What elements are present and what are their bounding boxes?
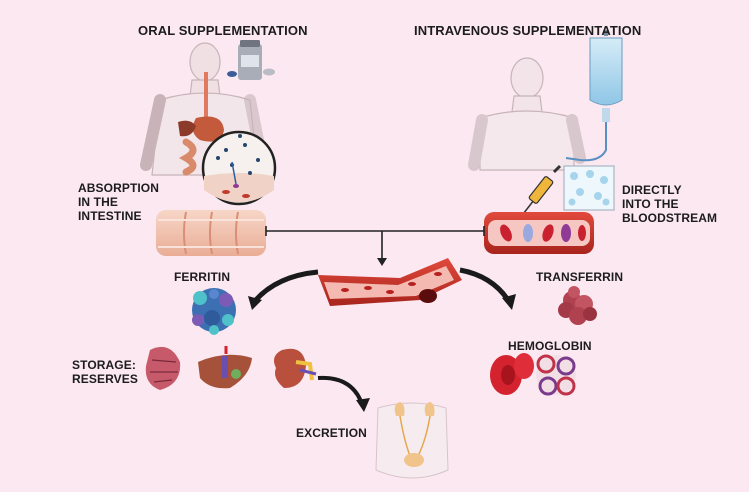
digestive-tract-icon [178, 72, 224, 176]
blood-vessel-right-icon [484, 212, 594, 254]
urinary-tract-icon [375, 402, 449, 479]
arrow-to-excretion [317, 375, 370, 412]
convergence-connector [265, 226, 485, 266]
ferritin-protein-icon [192, 288, 236, 335]
hemoglobin-protein-icon [536, 354, 576, 396]
central-blood-vessel-icon [318, 258, 462, 306]
liver-icon [198, 346, 252, 389]
oral-supplementation-title: ORAL SUPPLEMENTATION [138, 23, 308, 38]
syringe-icon [519, 164, 562, 219]
arrow-to-transferrin [459, 267, 516, 310]
storage-reserves-label: STORAGE:RESERVES [72, 358, 138, 386]
iv-human-body-icon [468, 57, 586, 171]
hemoglobin-label: HEMOGLOBIN [508, 339, 592, 353]
transferrin-protein-icon [558, 286, 597, 325]
iv-bag-icon [565, 30, 623, 162]
transferrin-label: TRANSFERRIN [536, 270, 624, 284]
red-blood-cell-icon [490, 353, 534, 395]
pill-bottle-icon [227, 40, 275, 80]
ferritin-label: FERRITIN [174, 270, 231, 284]
spleen-icon [145, 346, 181, 390]
iron-particles-box-icon [563, 165, 615, 211]
intravenous-supplementation-title: INTRAVENOUS SUPPLEMENTATION [414, 23, 642, 38]
excretion-label: EXCRETION [296, 426, 367, 440]
arrow-to-ferritin [248, 269, 319, 310]
magnifier-icon [201, 130, 277, 206]
kidney-icon [274, 348, 317, 388]
intestine-icon [156, 210, 266, 256]
